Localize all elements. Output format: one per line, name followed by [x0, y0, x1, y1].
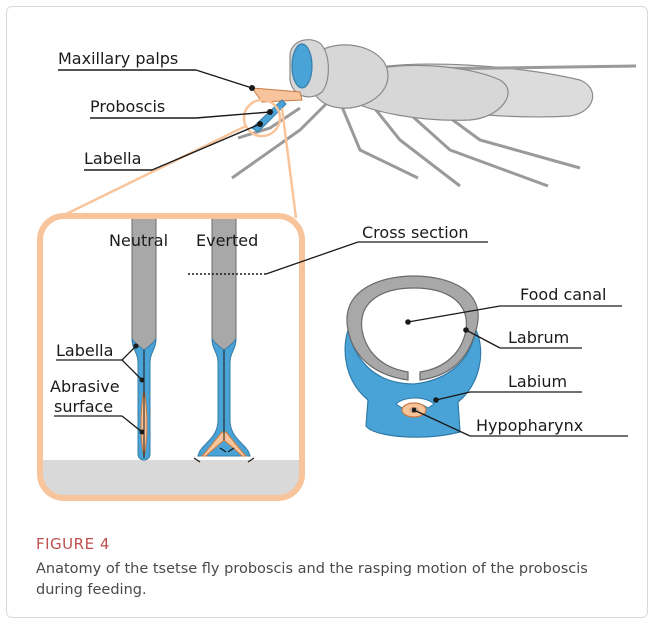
cross-section-diagram	[345, 276, 481, 437]
tsetse-diagram: Maxillary palps Proboscis Labella Neutra…	[6, 6, 648, 526]
label-hypopharynx: Hypopharynx	[476, 416, 583, 435]
fly-eye	[292, 44, 312, 88]
label-inset-labella: Labella	[56, 341, 113, 360]
label-everted: Everted	[196, 231, 258, 250]
label-labrum: Labrum	[508, 328, 569, 347]
figure-caption-text: Anatomy of the tsetse fly proboscis and …	[36, 559, 616, 601]
label-labella: Labella	[84, 149, 141, 168]
label-abrasive-2: surface	[54, 397, 113, 416]
zoom-line-left	[58, 126, 246, 218]
figure-label: FIGURE 4	[36, 535, 616, 553]
inset-panel: Neutral Everted Labella Abrasive surface	[40, 216, 302, 500]
label-proboscis: Proboscis	[90, 97, 165, 116]
inset-floor	[40, 460, 302, 500]
label-maxillary-palps: Maxillary palps	[58, 49, 178, 68]
label-cross-section: Cross section	[362, 223, 469, 242]
zoom-line-right	[282, 108, 296, 218]
figure-caption: FIGURE 4 Anatomy of the tsetse fly probo…	[36, 535, 616, 601]
fly-illustration	[232, 40, 636, 186]
label-abrasive-1: Abrasive	[50, 377, 120, 396]
label-food-canal: Food canal	[520, 285, 606, 304]
label-labium: Labium	[508, 372, 567, 391]
label-neutral: Neutral	[109, 231, 168, 250]
